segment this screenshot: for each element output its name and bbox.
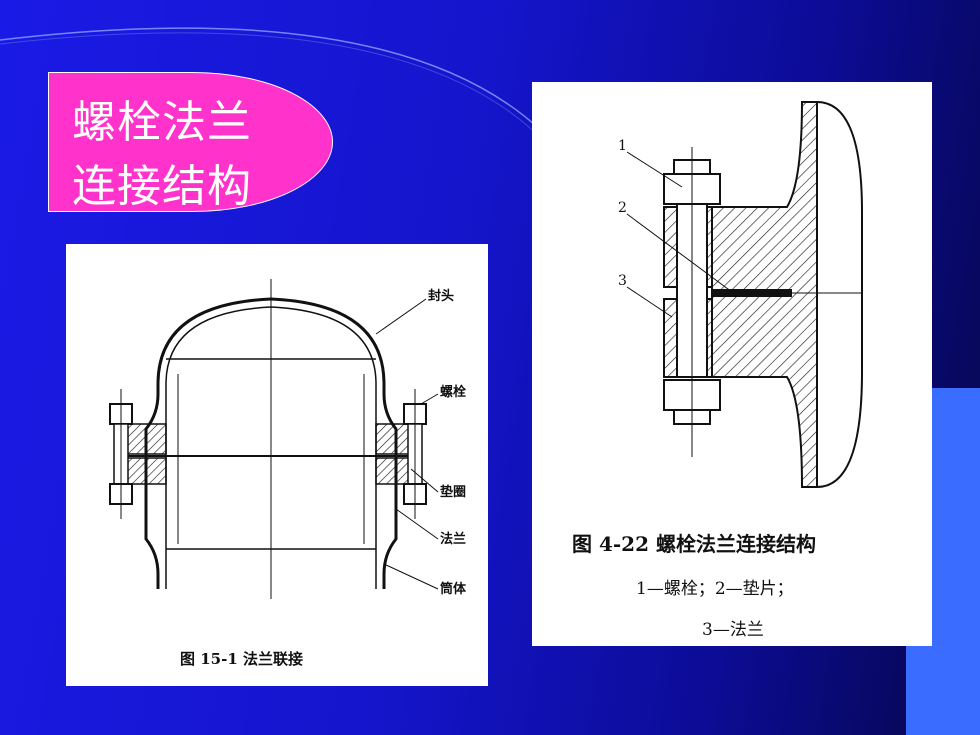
flange-vessel-diagram: 封头 螺栓 垫圈 法兰 筒体 [109,279,467,599]
flange-left-bottom [125,457,167,485]
figure-right-caption-line2: 3—法兰 [702,620,764,640]
label-shell: 筒体 [440,581,467,597]
pipe-wall [816,101,863,488]
label-bolt: 螺栓 [440,384,466,400]
figure-left-panel: 封头 螺栓 垫圈 法兰 筒体 [66,244,488,686]
label-gasket: 垫圈 [440,484,466,500]
slide-title-line2: 连接结构 [72,161,252,212]
label-head: 封头 [428,288,454,304]
figure-left-caption: 图 15-1 法兰联接 [180,650,303,668]
flange-left-top [125,423,167,455]
vessel-outline-right [156,297,398,589]
label-2: 2 [618,200,627,216]
bolt [663,147,721,457]
label-1: 1 [618,138,627,154]
label-3: 3 [618,273,627,289]
label-flange: 法兰 [440,531,466,547]
gasket [712,289,792,297]
figure-right-caption-line1: 1—螺栓；2—垫片； [636,579,794,599]
figure-right-caption-title: 图 4-22 螺栓法兰连接结构 [572,532,816,556]
bolted-flange-section-diagram: 1 2 3 [618,101,863,488]
bolt-left [109,389,133,519]
pressure-arrows [177,374,365,544]
bolt-right [403,389,427,519]
title-box [48,72,333,212]
figure-right-panel: 1 2 3 [532,82,932,646]
vessel-outline-left [144,384,160,589]
slide-title-line1: 螺栓法兰 [72,97,252,148]
